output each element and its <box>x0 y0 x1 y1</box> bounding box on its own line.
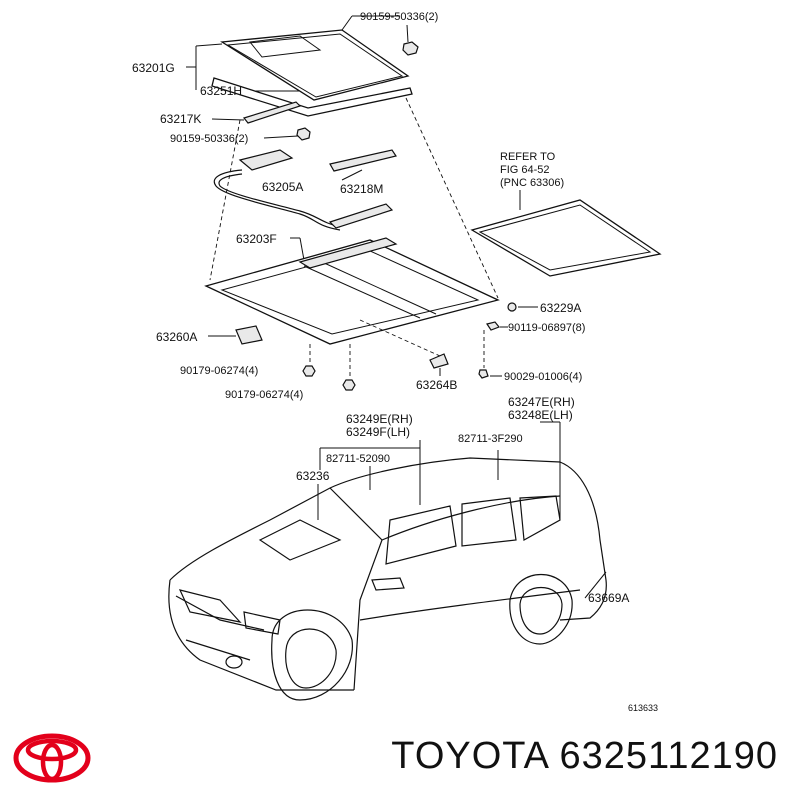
label-63669A: 63669A <box>588 591 629 605</box>
label-63264B: 63264B <box>416 378 457 392</box>
label-63201G: 63201G <box>132 61 175 75</box>
brand-part-number: TOYOTA 6325112190 <box>391 735 778 777</box>
label-63260A: 63260A <box>156 330 197 344</box>
refer-line-1: REFER TO <box>500 151 556 163</box>
label-63249F: 63249F(LH) <box>346 425 410 439</box>
refer-line-2: FIG 64-52 <box>500 164 550 176</box>
nut-90179-b <box>342 379 356 391</box>
label-82711-3F290: 82711-3F290 <box>458 433 523 445</box>
label-63218M: 63218M <box>340 182 383 196</box>
bolt-90029 <box>478 369 489 379</box>
label-90159-top: 90159-50336(2) <box>360 11 438 23</box>
label-90119: 90119-06897(8) <box>508 322 585 334</box>
label-63236: 63236 <box>296 469 330 483</box>
label-63205A: 63205A <box>262 180 303 194</box>
label-63229A: 63229A <box>540 301 581 315</box>
bolt-90119 <box>486 321 500 331</box>
label-90029: 90029-01006(4) <box>504 371 582 383</box>
wind-deflector <box>242 101 302 124</box>
sunroof-frame <box>204 237 500 345</box>
label-82711-52090: 82711-52090 <box>326 453 390 465</box>
bolt-90159-top <box>402 41 419 56</box>
label-63247E: 63247E(RH) <box>508 395 575 409</box>
bracket-63264B <box>429 353 449 369</box>
motor-63260A <box>235 325 263 345</box>
drive-cable <box>213 149 341 231</box>
sunroof-glass-panel <box>211 29 413 117</box>
label-90179-b: 90179-06274(4) <box>225 389 303 401</box>
label-90159-mid: 90159-50336(2) <box>170 133 248 145</box>
clip-63229A <box>507 302 517 312</box>
refer-line-3: (PNC 63306) <box>500 177 564 189</box>
label-63251H: 63251H <box>200 84 242 98</box>
label-63249E: 63249E(RH) <box>346 412 413 426</box>
sunshade-panel <box>470 199 662 277</box>
label-63203F: 63203F <box>236 232 277 246</box>
bolt-90159-mid <box>296 127 311 141</box>
nut-90179-a <box>302 365 316 377</box>
label-63248E: 63248E(LH) <box>508 408 573 422</box>
figure-number: 613633 <box>628 703 658 713</box>
toyota-logo-icon <box>13 733 91 783</box>
guide-rail <box>328 149 397 229</box>
label-90179-a: 90179-06274(4) <box>180 365 258 377</box>
label-63217K: 63217K <box>160 112 201 126</box>
suv-vehicle <box>168 457 607 701</box>
